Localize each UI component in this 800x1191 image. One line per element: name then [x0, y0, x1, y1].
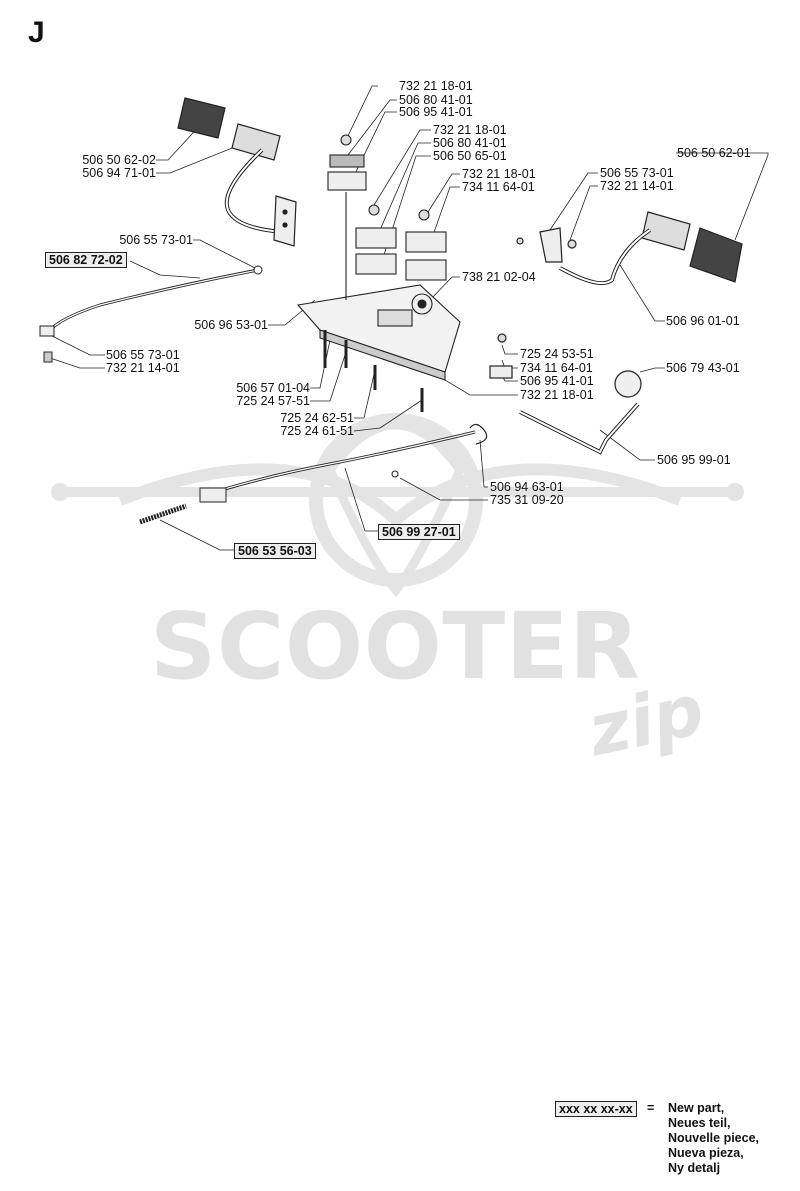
new-part-label: 506 82 72-02	[45, 252, 127, 268]
part-label: 734 11 64-01	[462, 180, 535, 194]
left-pedal-assembly	[177, 97, 297, 247]
part-label: 506 50 62-01	[677, 146, 751, 160]
part-label: 506 57 01-04	[236, 381, 310, 395]
legend-line: New part,	[668, 1101, 725, 1115]
legend-line: Ny detalj	[668, 1161, 721, 1175]
legend-line: Nueva pieza,	[668, 1146, 744, 1160]
part-label: 506 79 43-01	[666, 361, 740, 375]
part-label: 506 55 73-01	[106, 348, 180, 362]
part-label: 732 21 18-01	[433, 123, 507, 137]
bottom-cable-assembly	[139, 423, 488, 525]
hand-lever-assembly	[489, 333, 642, 455]
part-label: 506 95 41-01	[399, 105, 473, 119]
legend-code-box: xxx xx xx-xx	[555, 1101, 637, 1117]
part-label: 506 95 99-01	[657, 453, 731, 467]
part-label: 725 24 57-51	[236, 394, 310, 408]
legend-equals: =	[647, 1101, 655, 1115]
part-label: 506 94 71-01	[82, 166, 156, 180]
part-label: 725 24 53-51	[520, 347, 594, 361]
legend-line: Neues teil,	[668, 1116, 731, 1130]
new-part-label: 506 53 56-03	[234, 543, 316, 559]
part-label: 738 21 02-04	[462, 270, 536, 284]
part-label: 732 21 14-01	[600, 179, 674, 193]
part-label: 732 21 14-01	[106, 361, 180, 375]
part-label: 506 80 41-01	[433, 136, 507, 150]
leader-lines	[49, 85, 769, 551]
part-label: 725 24 62-51	[280, 411, 354, 425]
legend-line: Nouvelle piece,	[668, 1131, 760, 1145]
watermark-word: SCOOTER	[150, 593, 640, 700]
legend-text: New part, Neues teil, Nouvelle piece, Nu…	[668, 1101, 759, 1176]
part-label: 732 21 18-01	[399, 79, 473, 93]
part-label: 734 11 64-01	[520, 361, 593, 375]
part-label: 506 94 63-01	[490, 480, 564, 494]
part-label: 732 21 18-01	[520, 388, 594, 402]
right-pedal-assembly	[516, 211, 743, 285]
part-label: 506 95 41-01	[520, 374, 594, 388]
part-label: 506 50 62-02	[82, 153, 156, 167]
part-label: 506 96 53-01	[194, 318, 268, 332]
center-mount-plate	[296, 134, 461, 412]
section-letter: J	[28, 16, 45, 49]
left-cable	[39, 265, 263, 363]
part-label: 506 55 73-01	[119, 233, 193, 247]
part-label: 506 96 01-01	[666, 314, 740, 328]
part-label: 735 31 09-20	[490, 493, 564, 507]
part-label: 725 24 61-51	[280, 424, 354, 438]
new-part-label: 506 99 27-01	[378, 524, 460, 540]
part-label: 506 55 73-01	[600, 166, 674, 180]
part-label: 506 50 65-01	[433, 149, 507, 163]
part-label: 732 21 18-01	[462, 167, 536, 181]
part-label: 506 80 41-01	[399, 93, 473, 107]
